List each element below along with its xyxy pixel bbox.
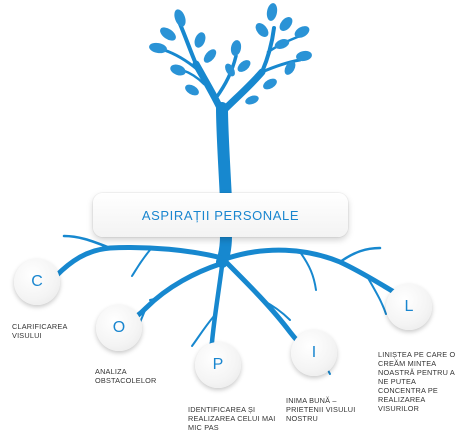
letter-i: I — [311, 344, 317, 361]
letter-circle-p: P — [195, 342, 241, 388]
caption-i: INIMA BUNĂ – PRIETENII VISULUI NOSTRU — [286, 396, 356, 423]
letter-circle-o: O — [96, 305, 142, 351]
letter-c: C — [31, 273, 43, 290]
title-banner: ASPIRAȚII PERSONALE — [93, 193, 348, 237]
letter-o: O — [112, 319, 126, 336]
diagram-title: ASPIRAȚII PERSONALE — [141, 207, 300, 223]
letter-p: P — [212, 356, 224, 373]
tree-branches — [162, 22, 302, 206]
tree-leaves — [149, 3, 312, 105]
caption-l: LINIȘTEA PE CARE O CREĂM MINTEA NOASTRĂ … — [378, 350, 456, 413]
caption-p: IDENTIFICAREA ȘI REALIZAREA CELUI MAI MI… — [188, 405, 276, 432]
letter-circle-i: I — [291, 330, 337, 376]
letter-circle-c: C — [14, 259, 60, 305]
caption-c: CLARIFICAREA VISULUI — [12, 322, 68, 340]
letter-l: L — [404, 298, 414, 315]
caption-o: ANALIZA OBSTACOLELOR — [95, 367, 157, 385]
letter-circle-l: L — [386, 284, 432, 330]
